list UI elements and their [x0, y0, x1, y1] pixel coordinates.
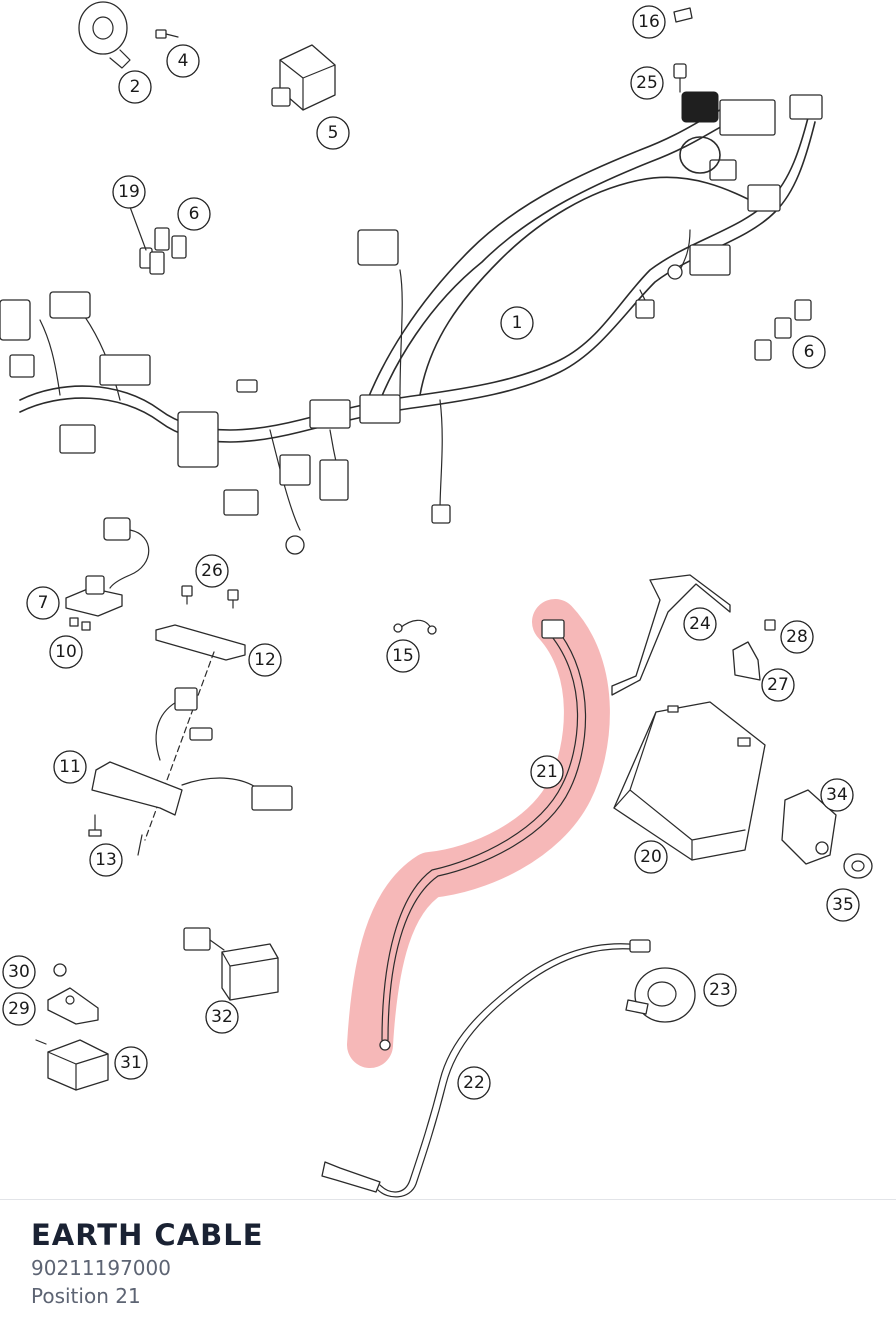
mount-plate-part[interactable]	[47, 987, 99, 1025]
screw-part-13[interactable]	[88, 814, 143, 856]
callout-34[interactable]: 34	[820, 778, 854, 812]
callout-21[interactable]: 21	[530, 755, 564, 789]
svg-text:21: 21	[536, 762, 558, 782]
small-bolt-part[interactable]	[764, 619, 776, 631]
long-cable-part[interactable]	[321, 939, 651, 1198]
earth-cable-part[interactable]	[379, 619, 587, 1051]
callout-4[interactable]: 4	[166, 44, 200, 78]
battery-strap-part[interactable]	[611, 574, 731, 696]
small-terminal-part[interactable]	[673, 63, 687, 93]
callout-20[interactable]: 20	[634, 840, 668, 874]
callout-5[interactable]: 5	[316, 116, 350, 150]
svg-text:6: 6	[189, 204, 200, 224]
bolt-pair-part[interactable]	[69, 617, 91, 631]
control-unit-part[interactable]	[35, 1039, 109, 1091]
callout-6[interactable]: 6	[177, 197, 211, 231]
svg-text:35: 35	[832, 895, 854, 915]
svg-text:19: 19	[118, 182, 140, 202]
sensor-part[interactable]	[65, 517, 150, 617]
callout-22[interactable]: 22	[457, 1066, 491, 1100]
fuse-set-part-right[interactable]	[754, 299, 812, 361]
svg-text:28: 28	[786, 627, 808, 647]
regulator-part[interactable]	[91, 687, 293, 816]
callout-26[interactable]: 26	[195, 554, 229, 588]
flasher-relay-part[interactable]	[183, 927, 279, 1001]
earth-cable-highlight	[347, 599, 610, 1068]
switch-part[interactable]	[781, 789, 837, 865]
svg-text:24: 24	[689, 614, 711, 634]
part-info-panel: EARTH CABLE 90211197000 Position 21	[31, 1216, 264, 1310]
svg-text:25: 25	[636, 73, 658, 93]
svg-text:23: 23	[709, 980, 731, 1000]
battery-part[interactable]	[613, 701, 766, 861]
callout-30[interactable]: 30	[2, 955, 36, 989]
bolt-pair-part-26[interactable]	[181, 585, 239, 609]
callout-10[interactable]: 10	[49, 635, 83, 669]
callout-2[interactable]: 2	[118, 70, 152, 104]
callout-27[interactable]: 27	[761, 668, 795, 702]
small-clip-part[interactable]	[673, 7, 693, 23]
wiring-harness-part[interactable]	[0, 91, 823, 555]
svg-text:27: 27	[767, 675, 789, 695]
callout-11[interactable]: 11	[53, 750, 87, 784]
svg-text:34: 34	[826, 785, 848, 805]
callout-23[interactable]: 23	[703, 973, 737, 1007]
round-cap-part[interactable]	[78, 1, 131, 69]
part-number: 90211197000	[31, 1256, 171, 1280]
svg-text:1: 1	[512, 313, 523, 333]
callout-32[interactable]: 32	[205, 1000, 239, 1034]
svg-text:12: 12	[254, 650, 276, 670]
callout-29[interactable]: 29	[2, 992, 36, 1026]
svg-text:13: 13	[95, 850, 117, 870]
fuse-set-part[interactable]	[129, 206, 187, 275]
svg-text:2: 2	[130, 77, 141, 97]
callout-1[interactable]: 1	[500, 306, 534, 340]
callout-35[interactable]: 35	[826, 888, 860, 922]
svg-text:26: 26	[201, 561, 223, 581]
svg-text:22: 22	[463, 1073, 485, 1093]
callout-6-right[interactable]: 6	[792, 335, 826, 369]
callout-28[interactable]: 28	[780, 620, 814, 654]
callout-7[interactable]: 7	[26, 586, 60, 620]
callout-15[interactable]: 15	[386, 639, 420, 673]
callout-25[interactable]: 25	[630, 66, 664, 100]
footer-divider	[0, 1199, 896, 1200]
svg-text:15: 15	[392, 646, 414, 666]
callout-31[interactable]: 31	[114, 1046, 148, 1080]
svg-text:5: 5	[328, 123, 339, 143]
svg-text:29: 29	[8, 999, 30, 1019]
horn-part[interactable]	[625, 967, 696, 1023]
part-name: EARTH CABLE	[31, 1218, 264, 1252]
svg-text:6: 6	[804, 342, 815, 362]
svg-text:32: 32	[211, 1007, 233, 1027]
callout-13[interactable]: 13	[89, 843, 123, 877]
small-screw-30[interactable]	[53, 963, 67, 977]
small-cable-part[interactable]	[393, 619, 437, 635]
callout-19[interactable]: 19	[112, 175, 146, 209]
svg-text:30: 30	[8, 962, 30, 982]
svg-text:31: 31	[120, 1053, 142, 1073]
svg-text:16: 16	[638, 12, 660, 32]
part-position: Position 21	[31, 1284, 141, 1308]
grommet-part[interactable]	[843, 853, 873, 879]
relay-part[interactable]	[271, 44, 336, 111]
screw-part[interactable]	[155, 29, 179, 39]
exploded-parts-diagram: 1 2 4 5 6 6 7 10 11 12 13 15 16 19 20 21…	[0, 1, 873, 1198]
svg-text:7: 7	[38, 593, 49, 613]
svg-text:11: 11	[59, 757, 81, 777]
svg-text:10: 10	[55, 642, 77, 662]
svg-text:20: 20	[640, 847, 662, 867]
callout-12[interactable]: 12	[248, 643, 282, 677]
callout-24[interactable]: 24	[683, 607, 717, 641]
callout-16[interactable]: 16	[632, 5, 666, 39]
bracket-part[interactable]	[144, 624, 246, 841]
svg-text:4: 4	[178, 51, 189, 71]
clamp-part[interactable]	[732, 641, 761, 681]
